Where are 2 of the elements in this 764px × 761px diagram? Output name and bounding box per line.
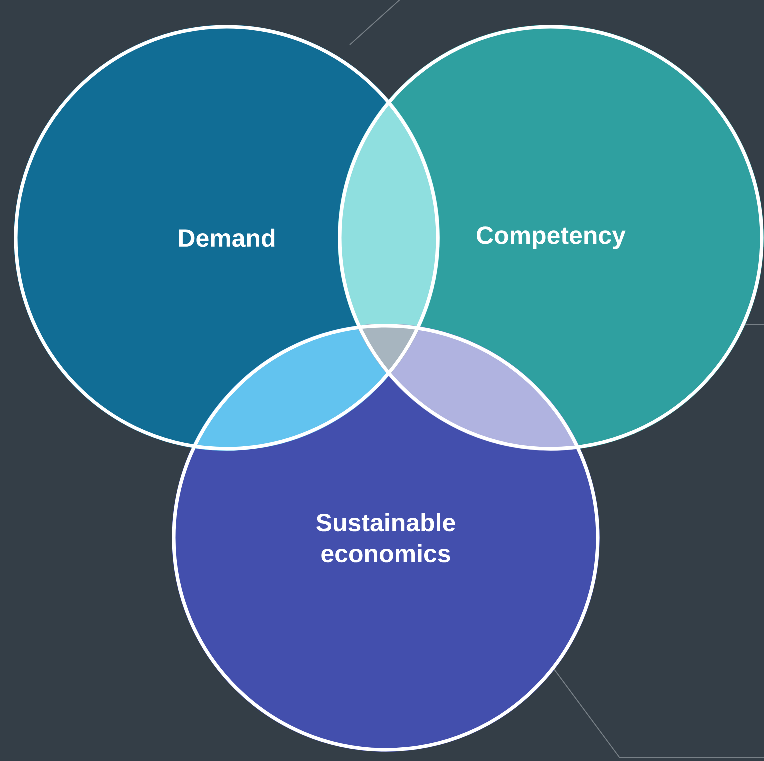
leader-line xyxy=(744,324,764,326)
leader-line xyxy=(554,669,764,758)
